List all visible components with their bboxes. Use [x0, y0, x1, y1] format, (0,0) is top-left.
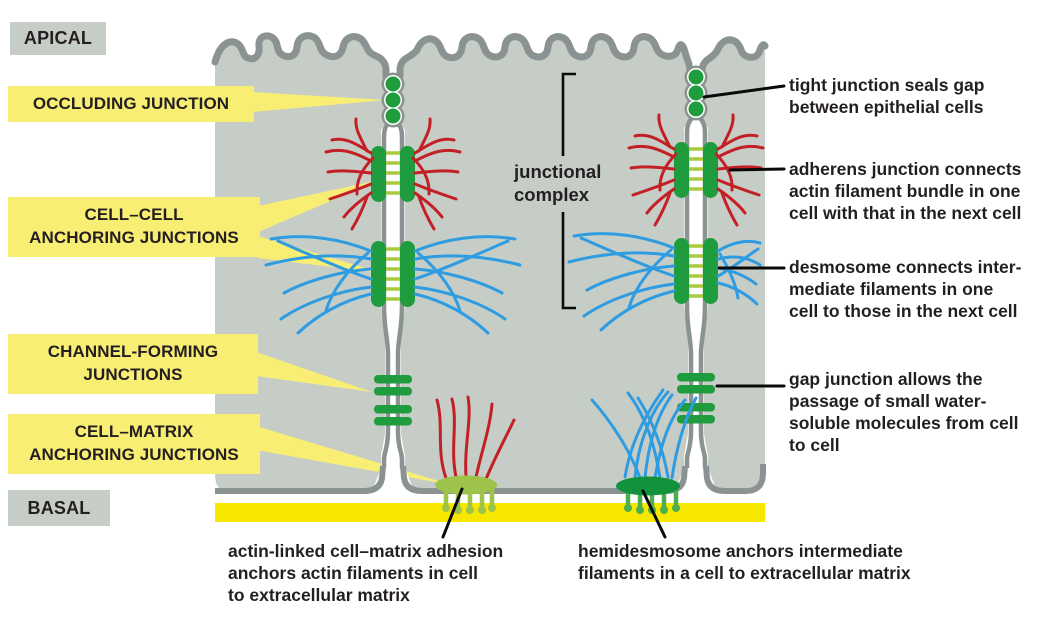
leader-lines — [441, 84, 786, 539]
gap-junction-icon — [374, 375, 412, 426]
right-cell-cell-boundary — [567, 59, 765, 498]
adherens-junction-annotation: adherens junction connects actin filamen… — [789, 159, 1022, 223]
hemidesmosome-icon — [590, 388, 698, 514]
occluding-junction-callout: OCCLUDING JUNCTION — [8, 86, 254, 122]
basal-label: BASAL — [8, 490, 110, 526]
adherens-leader — [728, 167, 786, 172]
hemidesmosome-annotation: hemidesmosome anchors intermediate filam… — [578, 541, 911, 583]
adherens-junction-icon — [324, 117, 462, 231]
channel-forming-callout: CHANNEL-FORMING JUNCTIONS — [8, 334, 258, 394]
apical-label: APICAL — [10, 22, 106, 55]
left-cell-cell-boundary — [264, 58, 522, 498]
actin-linked-adhesion-annotation: actin-linked cell–matrix adhesion anchor… — [228, 541, 504, 605]
tight-junction-leader — [702, 84, 786, 99]
tight-junction-icon — [684, 59, 708, 121]
junctional-complex-label: junctional complex — [514, 161, 602, 205]
tight-junction-annotation: tight junction seals gap between epithel… — [789, 75, 985, 117]
gap-junction-annotation: gap junction allows the passage of small… — [789, 369, 1019, 455]
desmosome-icon — [567, 232, 762, 332]
tight-junction-icon — [381, 58, 405, 128]
desmosome-icon — [264, 235, 522, 335]
hemidesmosome-leader — [641, 489, 667, 539]
epithelial-cells — [211, 32, 769, 493]
basal-membrane — [215, 464, 766, 494]
cell-matrix-anchoring-callout: CELL–MATRIX ANCHORING JUNCTIONS — [8, 414, 260, 474]
adherens-junction-icon — [627, 113, 765, 227]
desmosome-annotation: desmosome connects inter- mediate filame… — [789, 257, 1022, 321]
occluding-pointer — [252, 92, 386, 112]
junctional-complex-bracket — [561, 72, 576, 310]
actin-matrix-leader — [441, 487, 464, 539]
channel-forming-pointer — [256, 352, 372, 392]
cell-cell-anchoring-callout: CELL–CELL ANCHORING JUNCTIONS — [8, 197, 260, 257]
